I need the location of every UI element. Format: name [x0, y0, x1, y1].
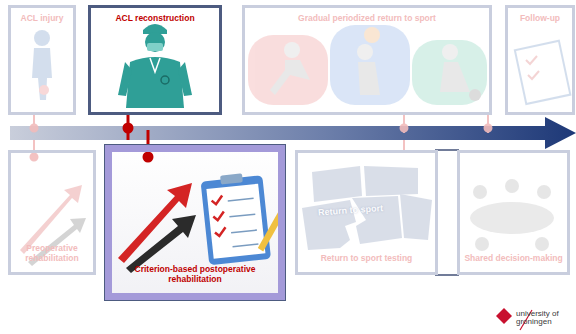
box-fill [105, 145, 285, 300]
stage-box: Criterion-based postoperative rehabilita… [105, 145, 285, 300]
stage-box: Follow-up [505, 5, 575, 115]
stage-box: Shared decision-making [457, 150, 570, 275]
puzzle-pieces [302, 166, 432, 250]
meeting-table [470, 179, 554, 251]
stage-box: ACL reconstruction [88, 5, 222, 115]
criterion-arrows [118, 183, 196, 273]
stage-box: Gradual periodized return to sport [242, 5, 492, 115]
follow-up-clipboard [515, 41, 570, 104]
stage-title: Gradual periodized return to sport [294, 14, 440, 24]
logo-text: university of groningen [516, 310, 576, 327]
surgeon-figure [118, 24, 192, 108]
stage-box: Preoperative rehabilitation [8, 150, 96, 275]
separator-box [436, 150, 458, 275]
stage-box: ACL injury [8, 5, 76, 115]
sport-figures [248, 25, 487, 105]
stage-title: Shared decision-making [460, 254, 566, 264]
injury-figure [32, 30, 52, 100]
highlight-leader-lines [124, 113, 152, 161]
stage-title: ACL reconstruction [111, 14, 198, 24]
leader-lines [31, 113, 492, 161]
stage-title: Follow-up [516, 14, 564, 24]
stage-title: ACL injury [17, 14, 68, 24]
stage-title: Return to sport testing [317, 254, 417, 264]
criterion-clipboard [200, 169, 291, 265]
stage-title: Criterion-based postoperative rehabilita… [112, 265, 278, 285]
timeline-arrow [10, 117, 576, 149]
stage-title: Preoperative rehabilitation [11, 244, 93, 264]
